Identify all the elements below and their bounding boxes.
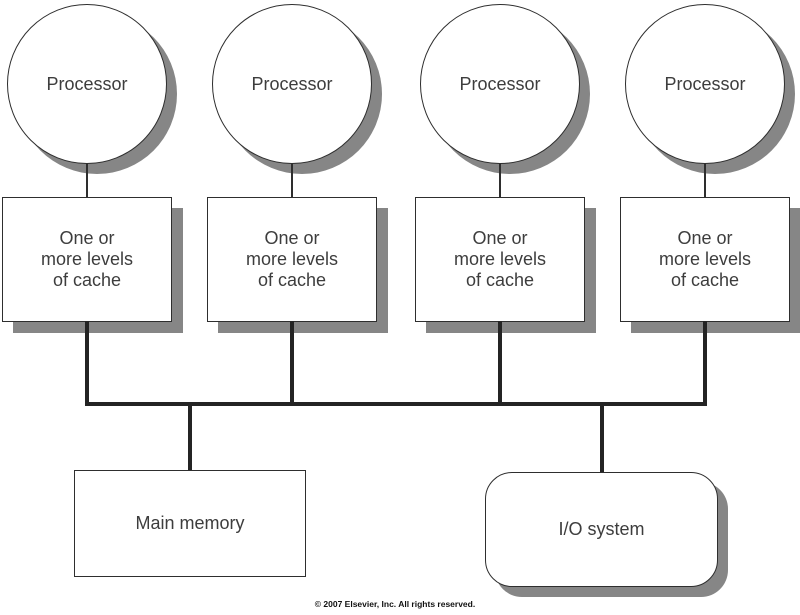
cache-bus-link-1 [85,321,89,406]
bus-io-link [600,404,604,473]
cache-box-3: One or more levels of cache [415,197,585,322]
processor-cache-link-2 [291,163,293,198]
main-memory-box: Main memory [74,470,306,577]
cache-label-1: One or more levels of cache [40,227,134,291]
cache-box-4: One or more levels of cache [620,197,790,322]
cache-label-4: One or more levels of cache [658,227,752,291]
cache-bus-link-3 [498,321,502,406]
io-system-label: I/O system [558,519,645,539]
processor-label-4: Processor [664,73,746,94]
cache-box-2: One or more levels of cache [207,197,377,322]
processor-circle-4: Processor [625,4,785,164]
cache-label-2: One or more levels of cache [245,227,339,291]
io-system-box: I/O system [485,472,718,587]
bus-memory-link [188,404,192,471]
cache-label-3: One or more levels of cache [453,227,547,291]
processor-cache-link-4 [704,163,706,198]
cache-bus-link-2 [290,321,294,406]
processor-label-1: Processor [46,73,128,94]
processor-label-2: Processor [251,73,333,94]
processor-cache-link-3 [499,163,501,198]
copyright-text: © 2007 Elsevier, Inc. All rights reserve… [314,599,476,609]
cache-bus-link-4 [703,321,707,406]
processor-circle-1: Processor [7,4,167,164]
main-memory-label: Main memory [135,513,245,533]
system-bus [85,402,707,406]
processor-circle-3: Processor [420,4,580,164]
processor-label-3: Processor [459,73,541,94]
cache-box-1: One or more levels of cache [2,197,172,322]
processor-circle-2: Processor [212,4,372,164]
processor-cache-link-1 [86,163,88,198]
